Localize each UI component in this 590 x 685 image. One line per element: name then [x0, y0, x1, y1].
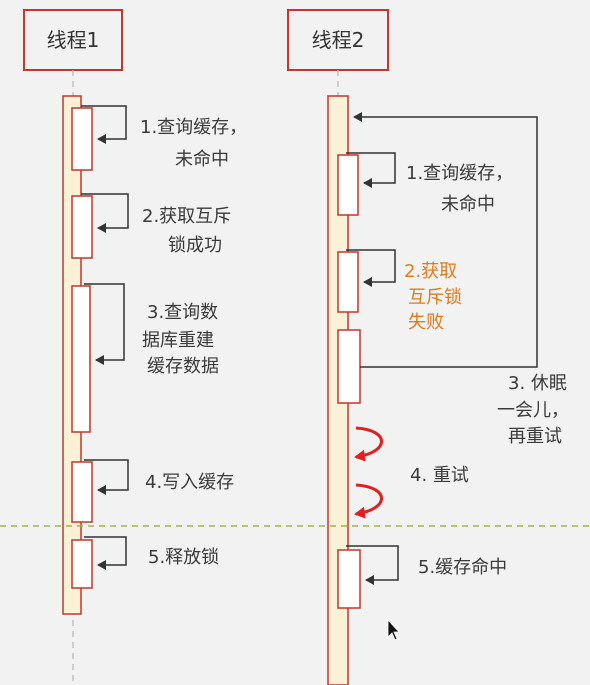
thread1-step4-label: 4.写入缓存	[145, 472, 234, 493]
thread1-step1-label: 1.查询缓存， 未命中	[140, 117, 247, 170]
thread1-step2-arrow	[81, 193, 129, 233]
svg-text:1.查询缓存，: 1.查询缓存，	[406, 163, 513, 184]
thread1-step5-box	[71, 539, 93, 589]
thread2-sleep-retry-arrow	[353, 112, 538, 368]
thread2-step3-box	[337, 329, 361, 404]
svg-text:2.获取: 2.获取	[404, 261, 457, 282]
thread1-step1-box	[71, 107, 93, 171]
thread2-step5-box	[337, 549, 361, 609]
svg-text:一会儿，: 一会儿，	[497, 400, 569, 421]
thread2-step4-label: 4. 重试	[410, 465, 469, 486]
retry-arrow-1	[354, 426, 383, 462]
thread2-step2-box	[337, 251, 359, 313]
thread1-step1-arrow	[81, 105, 127, 144]
svg-text:2.获取互斥: 2.获取互斥	[142, 206, 231, 227]
svg-text:缓存数据: 缓存数据	[147, 356, 219, 377]
thread2-step2-arrow	[346, 249, 396, 287]
svg-text:1.查询缓存，: 1.查询缓存，	[140, 117, 247, 138]
thread1-step3-label: 3.查询数 据库重建 缓存数据	[142, 302, 219, 377]
thread1-step4-box	[71, 461, 93, 523]
svg-text:3. 休眠: 3. 休眠	[508, 373, 567, 394]
thread1-step5-label: 5.释放锁	[148, 547, 219, 568]
thread2-step3-label: 3. 休眠 一会儿， 再重试	[497, 373, 569, 447]
thread2-title: 线程2	[312, 28, 365, 52]
retry-arrow-2	[354, 483, 383, 519]
thread2-step2-label: 2.获取 互斥锁 失败	[404, 261, 462, 333]
svg-text:互斥锁: 互斥锁	[408, 287, 462, 308]
thread2-step5-arrow	[346, 545, 399, 585]
thread1-step2-box	[71, 195, 93, 259]
thread2-header: 线程2	[287, 9, 389, 71]
thread2-step5-label: 5.缓存命中	[418, 557, 507, 578]
thread2-step1-label: 1.查询缓存， 未命中	[406, 163, 513, 215]
svg-text:锁成功: 锁成功	[168, 235, 222, 256]
thread2-step1-arrow	[346, 152, 396, 188]
svg-text:未命中: 未命中	[441, 194, 495, 215]
thread1-step3-box	[71, 285, 91, 433]
svg-text:再重试: 再重试	[508, 426, 562, 447]
thread1-step2-label: 2.获取互斥 锁成功	[142, 206, 231, 256]
thread1-title: 线程1	[47, 28, 100, 52]
svg-text:3.查询数: 3.查询数	[147, 302, 218, 323]
svg-text:未命中: 未命中	[175, 149, 229, 170]
svg-text:据库重建: 据库重建	[142, 330, 214, 351]
thread1-step3-arrow	[84, 283, 125, 365]
thread2-step1-box	[337, 154, 359, 216]
svg-text:失败: 失败	[408, 312, 444, 333]
thread1-step4-arrow	[84, 459, 129, 495]
mouse-cursor-icon	[387, 618, 400, 641]
thread1-header: 线程1	[23, 9, 123, 71]
thread1-step5-arrow	[84, 536, 127, 570]
